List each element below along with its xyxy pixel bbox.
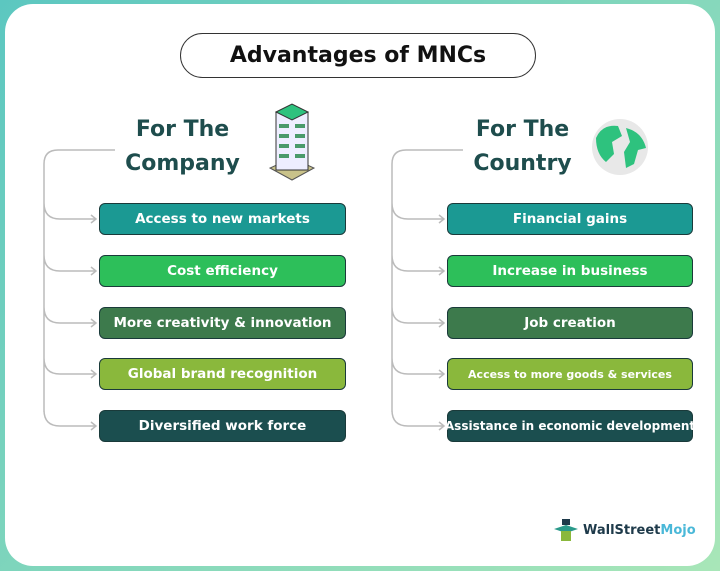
company-item: Cost efficiency bbox=[99, 255, 346, 287]
company-item: Access to new markets bbox=[99, 203, 346, 235]
company-item: Global brand recognition bbox=[99, 358, 346, 390]
connector-line bbox=[391, 149, 463, 431]
logo-icon bbox=[554, 519, 578, 541]
page-title: Advantages of MNCs bbox=[180, 33, 536, 78]
country-item: Access to more goods & services bbox=[447, 358, 693, 390]
country-item: Financial gains bbox=[447, 203, 693, 235]
connector-line bbox=[43, 149, 115, 431]
wallstreetmojo-logo: WallStreetMojo bbox=[553, 517, 696, 543]
building-icon bbox=[268, 103, 316, 181]
company-item: Diversified work force bbox=[99, 410, 346, 442]
country-item: Job creation bbox=[447, 307, 693, 339]
country-item: Assistance in economic development bbox=[445, 410, 695, 442]
company-item: More creativity & innovation bbox=[99, 307, 346, 339]
globe-icon bbox=[592, 119, 648, 175]
country-item: Increase in business bbox=[447, 255, 693, 287]
